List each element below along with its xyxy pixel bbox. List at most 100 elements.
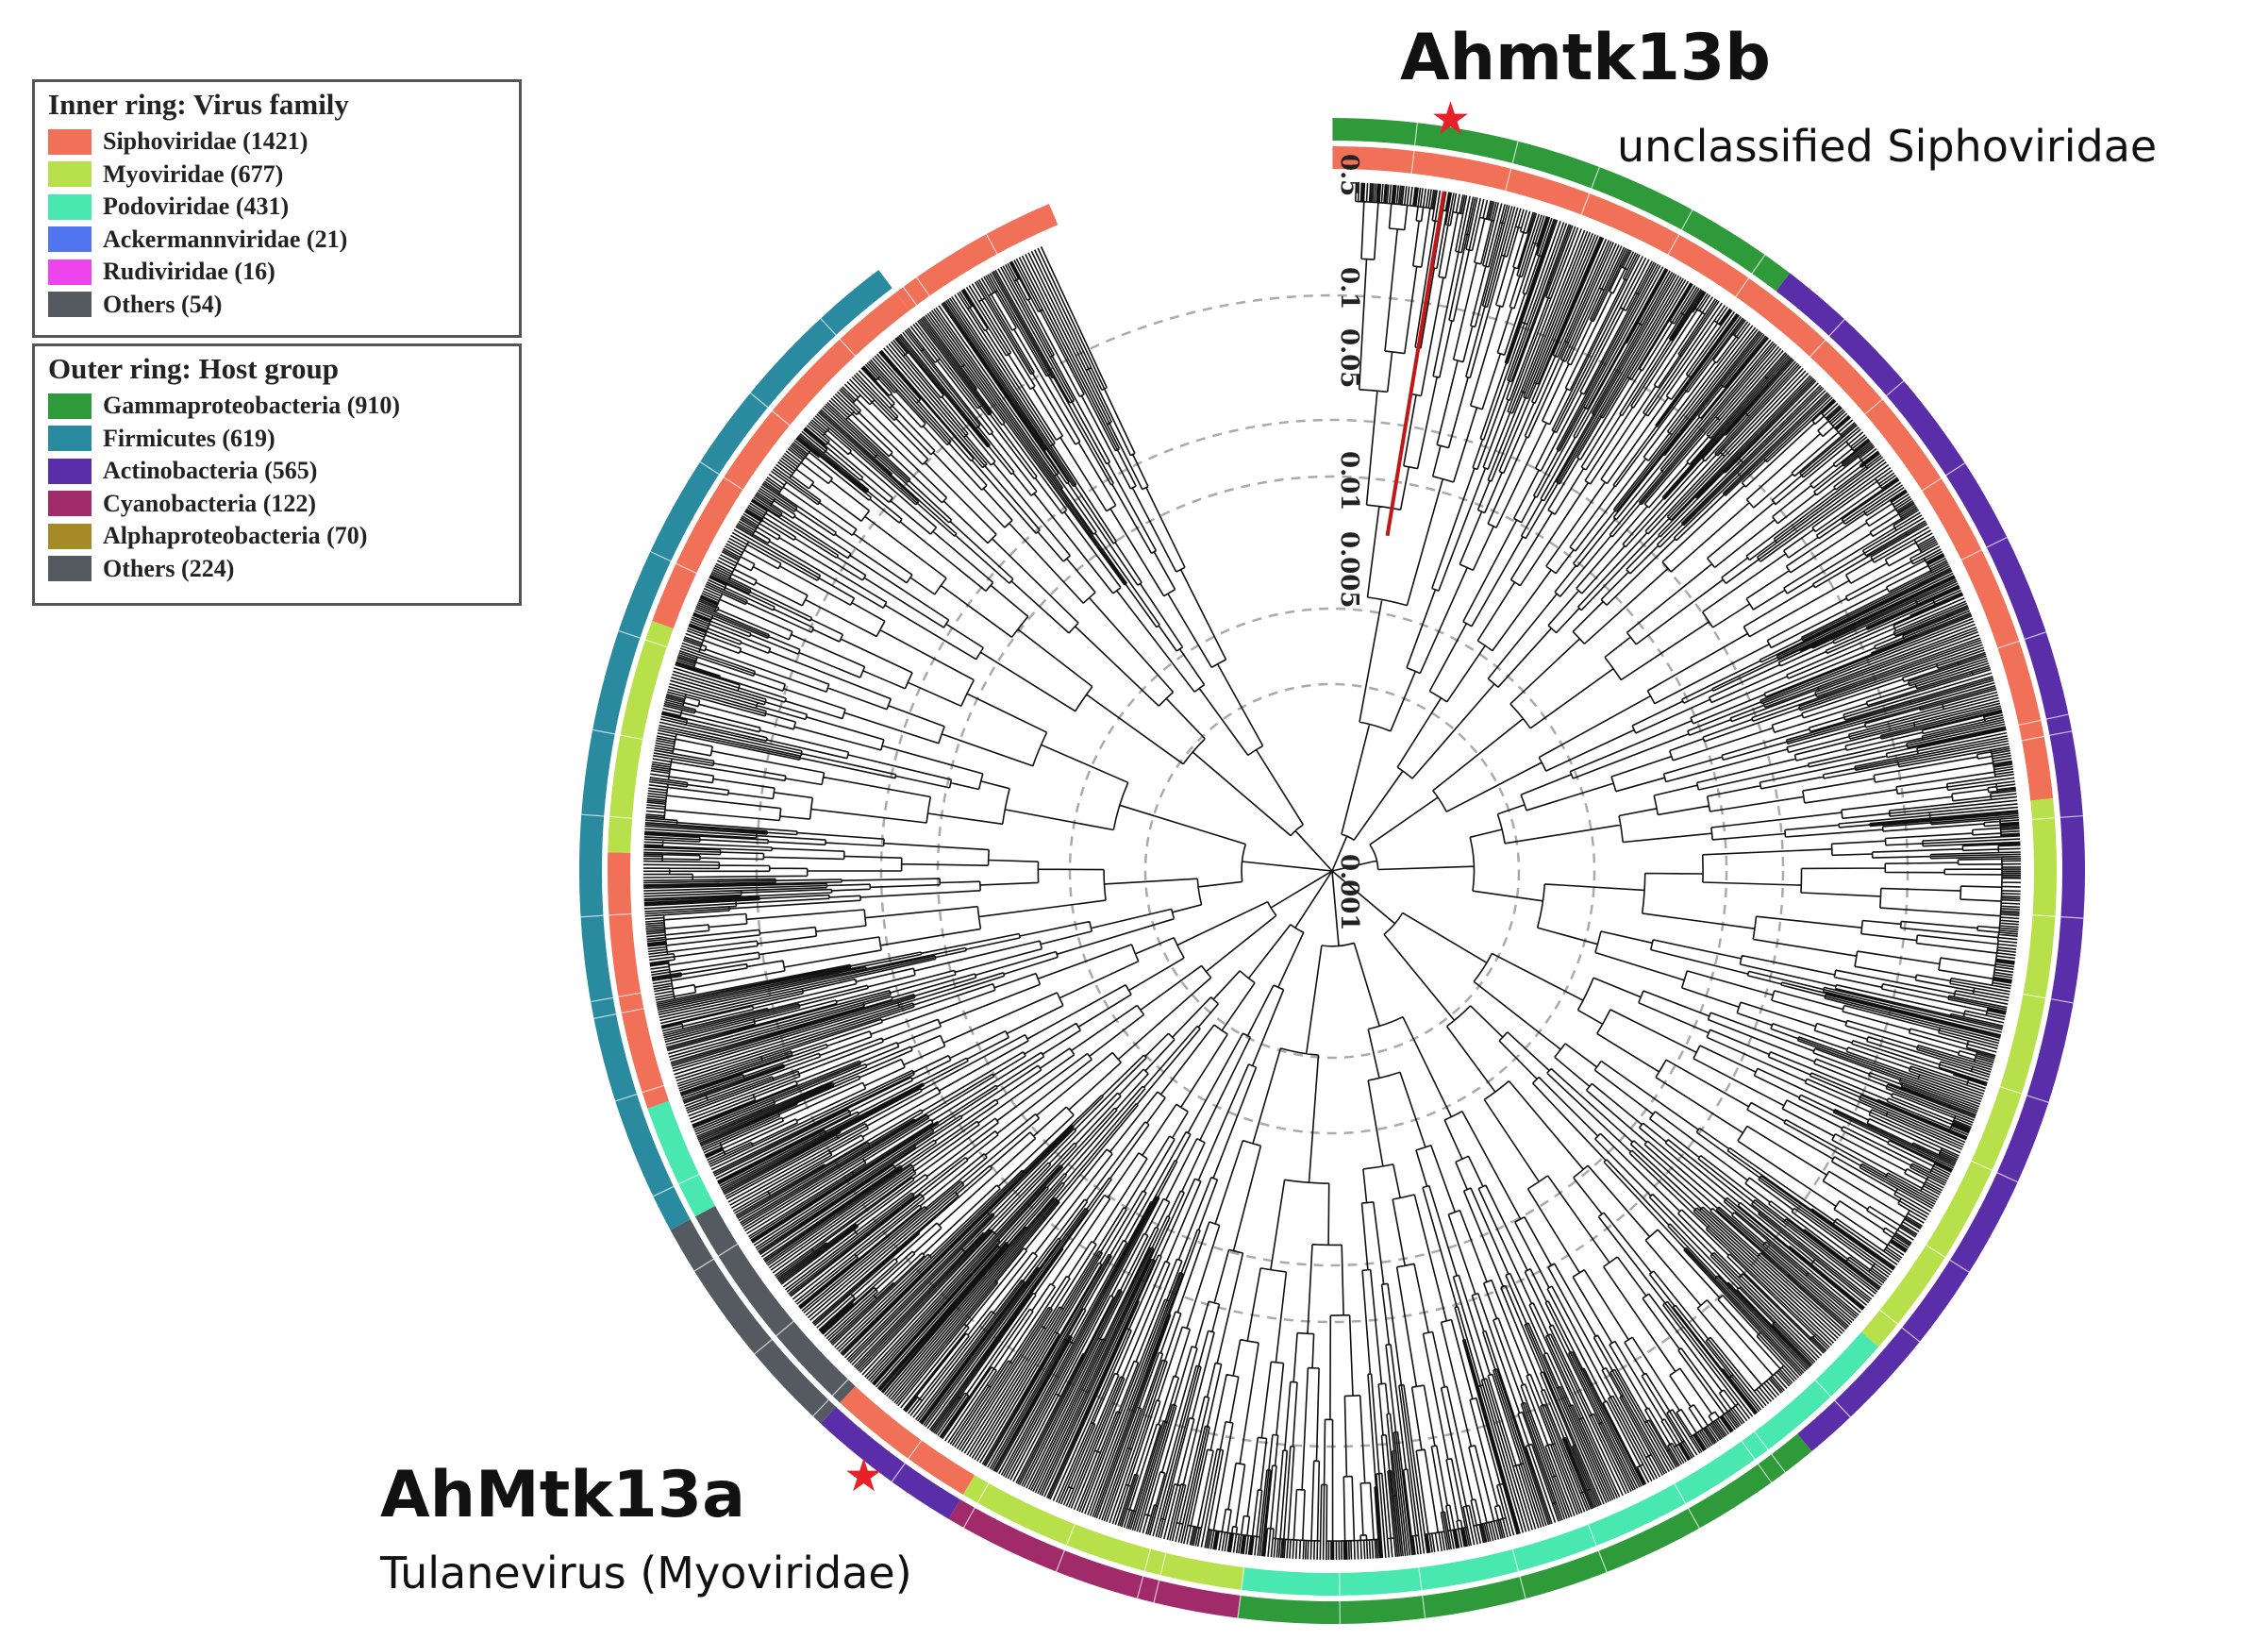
legend-outer-label: Firmicutes (619): [103, 424, 275, 452]
scale-label: 0.05: [1335, 328, 1363, 388]
legend-outer-row: Cyanobacteria (122): [48, 488, 519, 521]
ring-tick: [2032, 914, 2084, 919]
tree-branches: [642, 182, 2022, 1561]
legend-inner-label: Podoviridae (431): [103, 192, 290, 221]
outer-ring-segment: [820, 1406, 960, 1519]
scale-label: 0.001: [1335, 854, 1363, 930]
ring-tick: [618, 629, 668, 648]
ring-tick: [891, 1440, 923, 1482]
inner-ring-segment: [1241, 1331, 1879, 1597]
legend-outer-row: Alphaproteobacteria (70): [48, 520, 519, 553]
inner-ring-segment: [1861, 798, 2057, 1347]
legend-inner-label: Ackermannviridae (21): [103, 225, 348, 253]
legend-outer-label: Cyanobacteria (122): [103, 489, 317, 517]
ring-tick: [1741, 1440, 1773, 1483]
scale-circle: [1143, 682, 1521, 1060]
inner-ring-segment: [895, 204, 1059, 311]
ring-tick: [1410, 123, 1418, 174]
legend-inner-row: Others (54): [48, 289, 519, 322]
ring-tick: [1418, 1567, 1426, 1618]
legend-inner-ring: Inner ring: Virus family Siphoviridae (1…: [32, 79, 522, 338]
legend-inner-swatch: [48, 193, 92, 220]
legend-outer-row: Firmicutes (619): [48, 423, 519, 456]
callout-bottom-name: AhMtk13a: [380, 1458, 745, 1532]
ring-tick: [693, 1243, 739, 1272]
legend-inner-items: Siphoviridae (1421) Myoviridae (677)Podov…: [35, 126, 519, 321]
ring-tick: [2021, 730, 2073, 742]
ring-tick: [2018, 713, 2069, 726]
ring-tick: [1879, 1309, 1921, 1343]
legend-inner-row: Siphoviridae (1421): [48, 126, 519, 159]
legend-outer-swatch: [48, 523, 92, 549]
ring-tick: [1922, 462, 1966, 492]
scale-label: 0.1: [1335, 267, 1363, 310]
legend-outer-row: Others (224): [48, 553, 519, 586]
ring-tick: [886, 263, 918, 306]
legend-outer-items: Gammaproteobacteria (910)Firmicutes (619…: [35, 390, 519, 585]
callout-top: Ahmtk13b: [1400, 21, 1771, 95]
ring-tick: [1505, 141, 1519, 192]
legend-inner-row: Myoviridae (677): [48, 159, 519, 192]
legend-outer-swatch: [48, 458, 92, 484]
ring-tick: [1926, 1244, 1970, 1273]
inner-ring-segment: [652, 292, 909, 629]
legend-outer-swatch: [48, 426, 92, 452]
legend-outer-swatch: [48, 393, 92, 419]
ring-tick: [1055, 1524, 1076, 1572]
inner-ring-segment: [608, 852, 670, 1109]
ring-tick: [1153, 1552, 1167, 1603]
ring-tick: [749, 393, 791, 427]
ring-tick: [1864, 380, 1905, 415]
ring-tick: [653, 1173, 700, 1197]
legend-outer-swatch: [48, 491, 92, 517]
ring-tick: [1674, 1483, 1700, 1529]
inner-ring-segment: [694, 1205, 856, 1403]
ring-tick: [1237, 1567, 1245, 1618]
highlighted-branch: [1385, 191, 1446, 537]
ring-tick: [1587, 1524, 1608, 1573]
ring-tick: [650, 550, 697, 574]
legend-inner-swatch: [48, 259, 92, 285]
ring-tick: [580, 912, 632, 918]
branch-lines: [642, 182, 2022, 1561]
legend-outer-label: Actinobacteria (565): [103, 457, 318, 485]
ring-tick: [699, 461, 743, 491]
ring-tick: [593, 1008, 644, 1019]
ring-tick: [962, 1482, 990, 1529]
legend-inner-swatch: [48, 226, 92, 253]
legend-inner-row: Rudiviridae (16): [48, 256, 519, 289]
ring-tick: [592, 728, 643, 741]
callout-top-subtitle-wrap: unclassified Siphoviridae: [1617, 121, 2157, 172]
ring-tick: [581, 813, 633, 819]
inner-ring-segment: [647, 1100, 716, 1217]
ring-tick: [1999, 1086, 2049, 1103]
ring-tick: [820, 318, 856, 357]
legend-outer-ring: Outer ring: Host group Gammaproteobacter…: [32, 343, 522, 606]
star-icon-bottom: ★: [843, 1449, 885, 1502]
legend-inner-swatch: [48, 128, 92, 155]
ring-tick: [1971, 1160, 2018, 1183]
star-icon-top: ★: [1430, 92, 1472, 145]
scale-label: 0.5: [1335, 154, 1363, 196]
outer-ring-segment: [670, 1219, 837, 1424]
ring-tick: [1580, 166, 1600, 215]
outer-ring-host-group: [579, 118, 2085, 1625]
scale-circle: [936, 475, 1728, 1267]
legend-inner-swatch: [48, 292, 92, 318]
ring-tick: [1960, 536, 2008, 561]
scale-label: 0.01: [1335, 451, 1363, 510]
ring-tick: [1735, 254, 1766, 297]
ring-tick: [2023, 993, 2074, 1004]
ring-tick: [972, 209, 998, 255]
outer-ring-segment: [1776, 273, 2085, 1452]
callout-top-name: Ahmtk13b: [1400, 21, 1771, 95]
callout-bottom: AhMtk13a Tulanevirus (Myoviridae): [380, 1458, 912, 1598]
legend-outer-row: Gammaproteobacteria (910): [48, 390, 519, 423]
outer-ring-segment: [1332, 118, 1791, 292]
legend-inner-row: Ackermannviridae (21): [48, 224, 519, 257]
legend-outer-title: Outer ring: Host group: [48, 352, 340, 385]
ring-tick: [1754, 1431, 1786, 1473]
legend-inner-label: Siphoviridae (1421): [103, 127, 309, 156]
